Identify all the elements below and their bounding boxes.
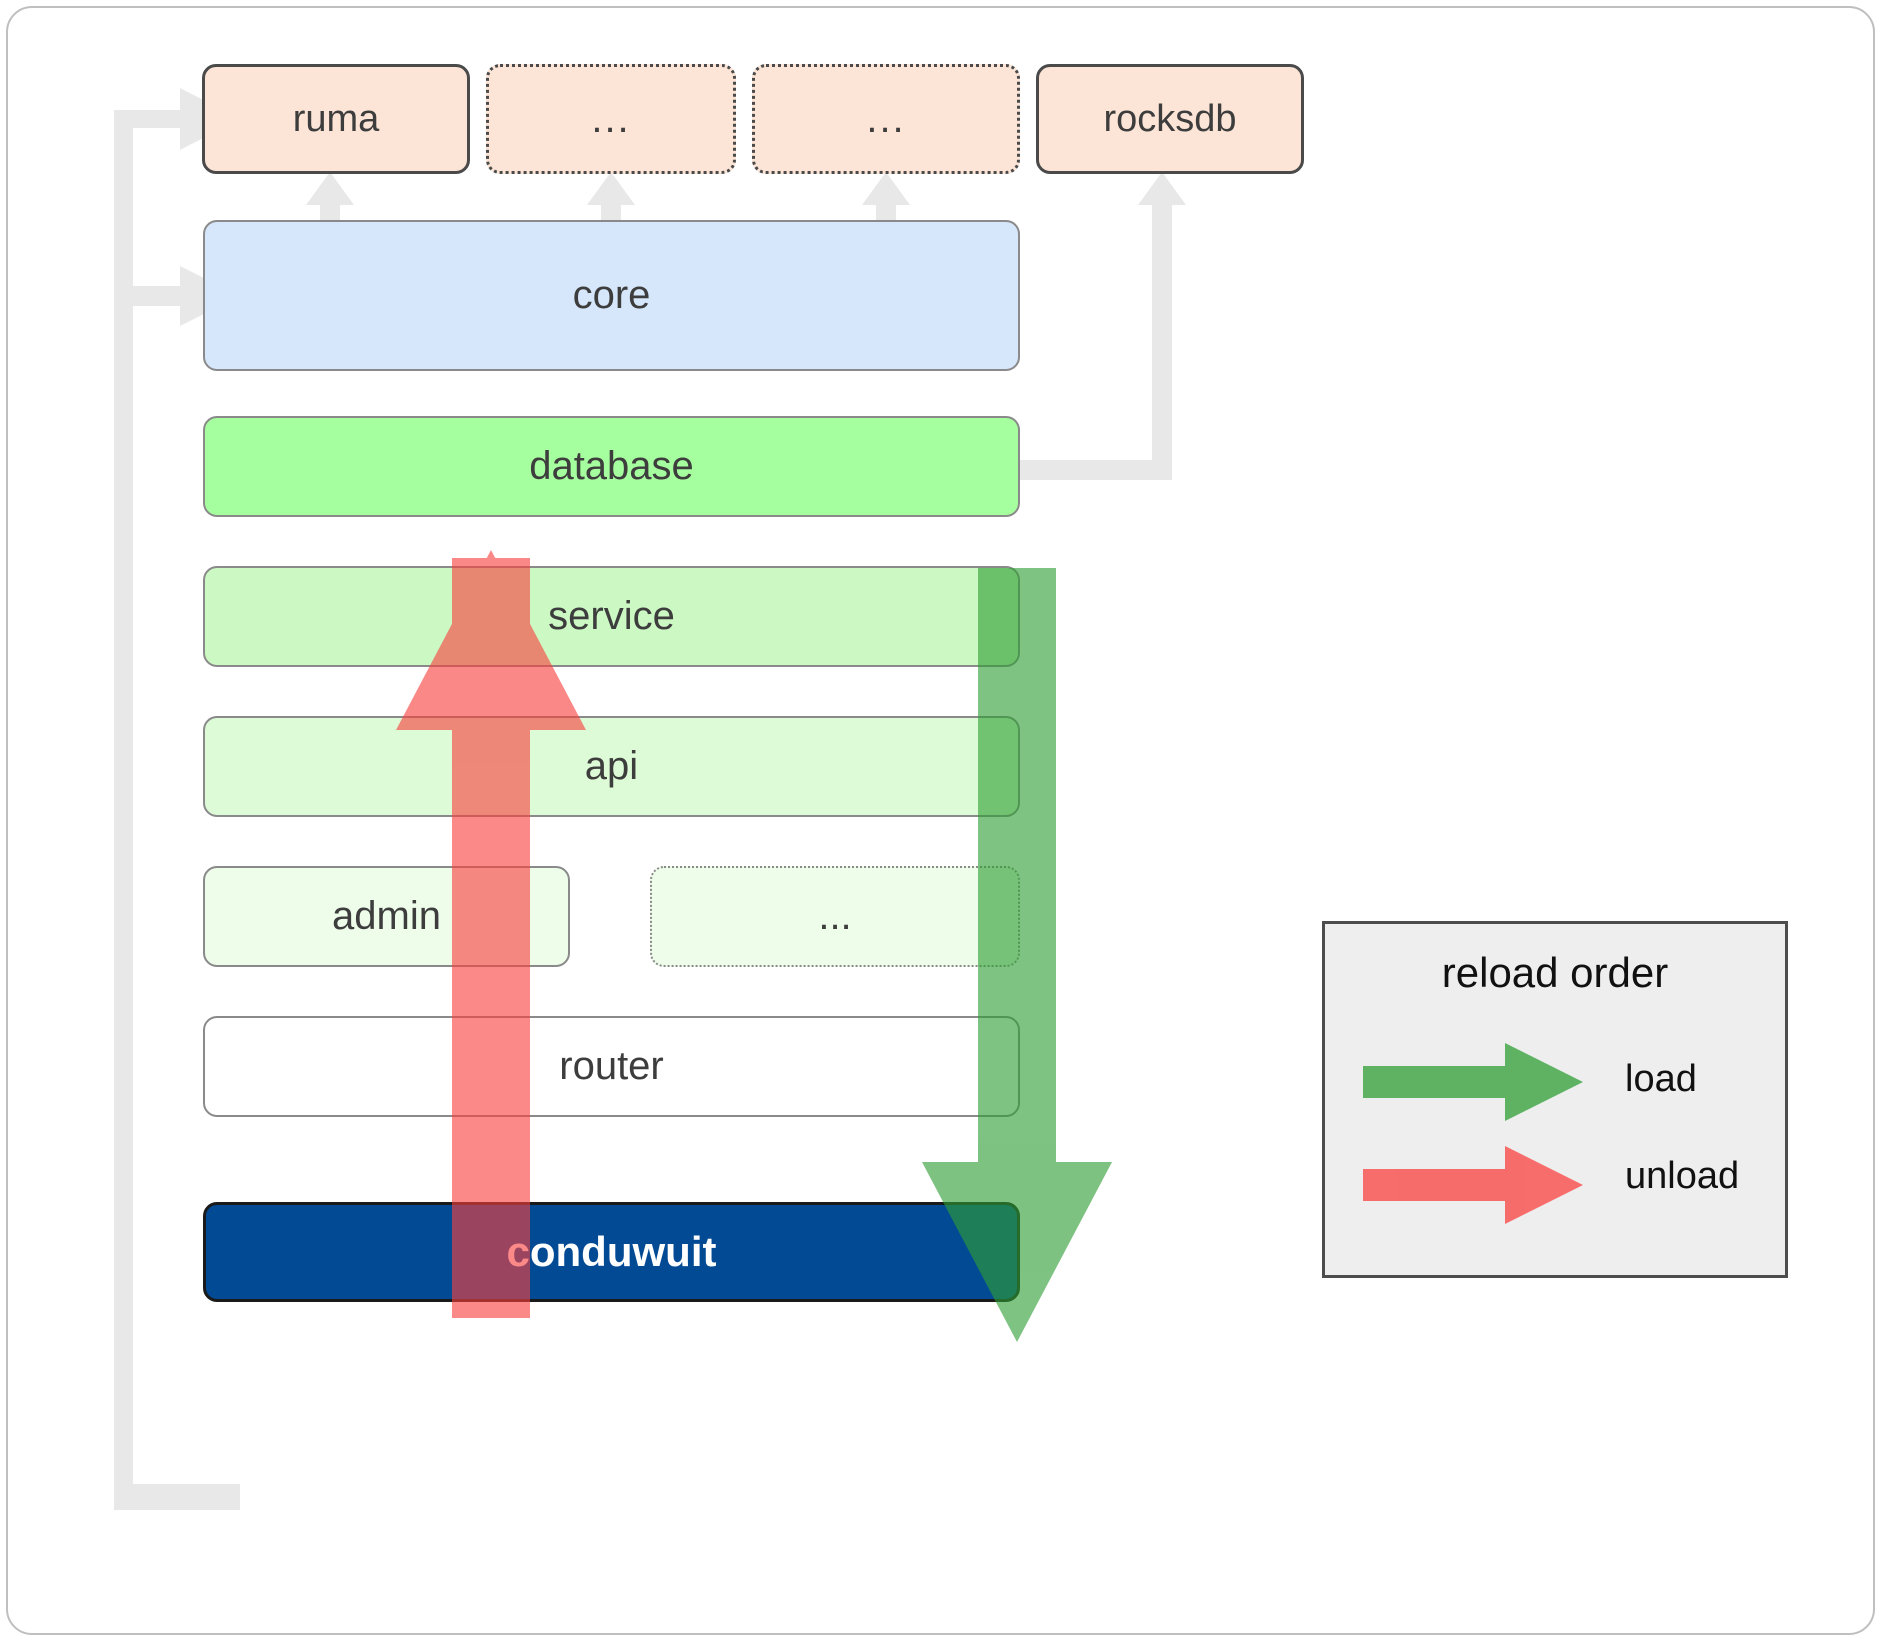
dependency-label-rocksdb: rocksdb (1103, 97, 1237, 140)
crate-box-conduwuit[interactable]: conduwuit (203, 1202, 1020, 1302)
dependency-label-ruma: ruma (292, 97, 380, 140)
crate-box-more[interactable]: ... (650, 866, 1020, 967)
dependency-label-more-2: ... (866, 96, 906, 141)
crate-box-core[interactable]: core (203, 220, 1020, 371)
crate-label-service: service (548, 594, 675, 638)
crate-box-service[interactable]: service (203, 566, 1020, 667)
dependency-box-ruma[interactable]: ruma (202, 64, 470, 174)
crate-box-api[interactable]: api (203, 716, 1020, 817)
crate-label-core: core (572, 273, 651, 317)
crate-box-router[interactable]: router (203, 1016, 1020, 1117)
dependency-box-more-2[interactable]: ... (752, 64, 1020, 174)
crate-box-admin[interactable]: admin (203, 866, 570, 967)
crate-box-database[interactable]: database (203, 416, 1020, 517)
crate-label-conduwuit: conduwuit (506, 1228, 717, 1275)
legend-label-unload: unload (1625, 1155, 1740, 1197)
crate-label-router: router (559, 1044, 664, 1088)
crate-label-admin: admin (332, 894, 441, 938)
crate-label-more: ... (818, 894, 852, 938)
crate-label-api: api (584, 744, 639, 788)
dependency-box-rocksdb[interactable]: rocksdb (1036, 64, 1304, 174)
crate-label-database: database (529, 444, 694, 488)
legend-label-load: load (1625, 1058, 1697, 1100)
dependency-box-more-1[interactable]: ... (486, 64, 736, 174)
dependency-label-more-1: ... (591, 96, 631, 141)
legend-title: reload order (1441, 949, 1669, 996)
